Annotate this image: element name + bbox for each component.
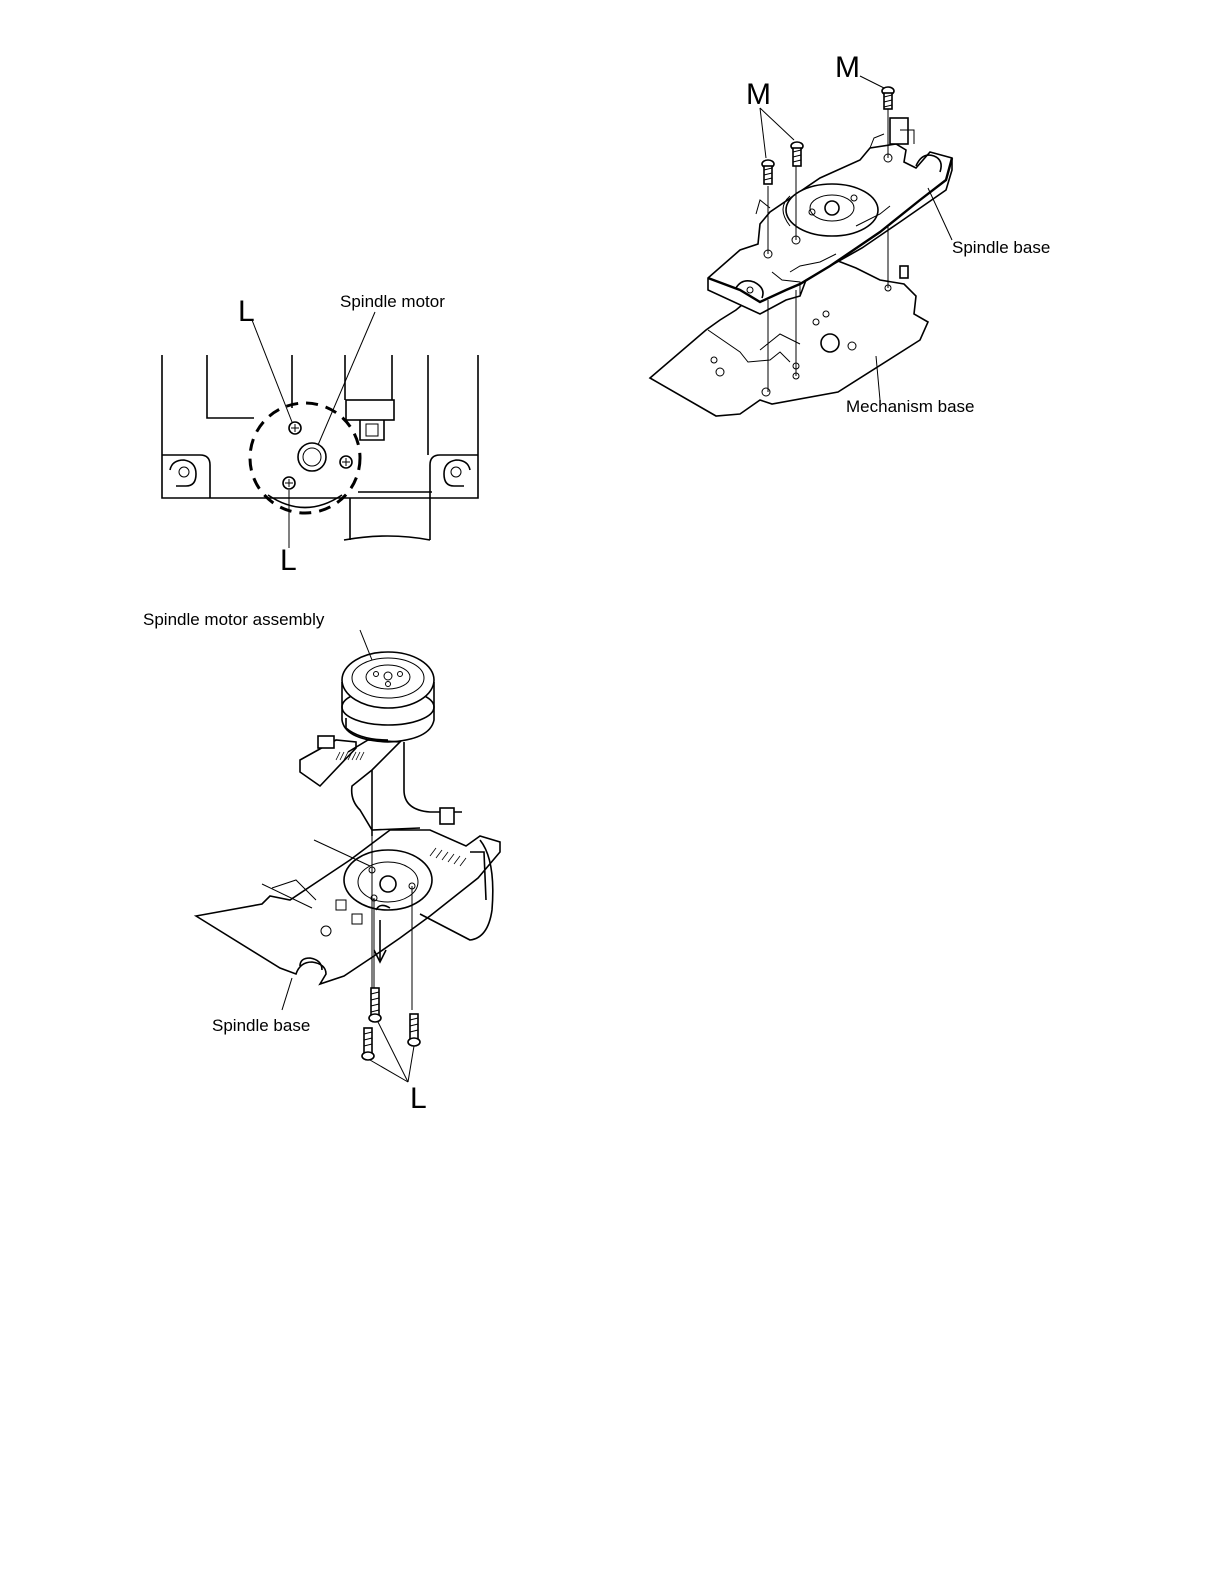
- screw-l-right: [340, 456, 352, 468]
- screw-l-bottom: [283, 477, 295, 489]
- label-screw-l-bottom: L: [280, 544, 297, 577]
- figure-3-spindle-base-removal: [650, 76, 952, 416]
- screw-l-3: [362, 1028, 374, 1060]
- screw-l-top: [289, 422, 301, 434]
- label-screw-l-top: L: [238, 295, 255, 328]
- screw-m-1: [762, 160, 774, 184]
- label-screw-l-fig2: L: [410, 1082, 427, 1115]
- label-mechanism-base: Mechanism base: [846, 397, 975, 416]
- label-spindle-motor: Spindle motor: [340, 292, 445, 311]
- label-spindle-base-fig2: Spindle base: [212, 1016, 310, 1035]
- figure-1-spindle-motor-top-view: [162, 312, 478, 548]
- screw-l-2: [408, 1014, 420, 1046]
- label-spindle-base-fig3: Spindle base: [952, 238, 1050, 257]
- screw-m-3: [882, 87, 894, 109]
- figure-2-spindle-motor-assembly: [196, 630, 500, 1082]
- screw-m-2: [791, 142, 803, 166]
- label-screw-m-pair: M: [746, 78, 771, 111]
- label-screw-m-top: M: [835, 51, 860, 84]
- screw-l-1: [369, 988, 381, 1022]
- label-spindle-motor-assembly: Spindle motor assembly: [143, 610, 325, 629]
